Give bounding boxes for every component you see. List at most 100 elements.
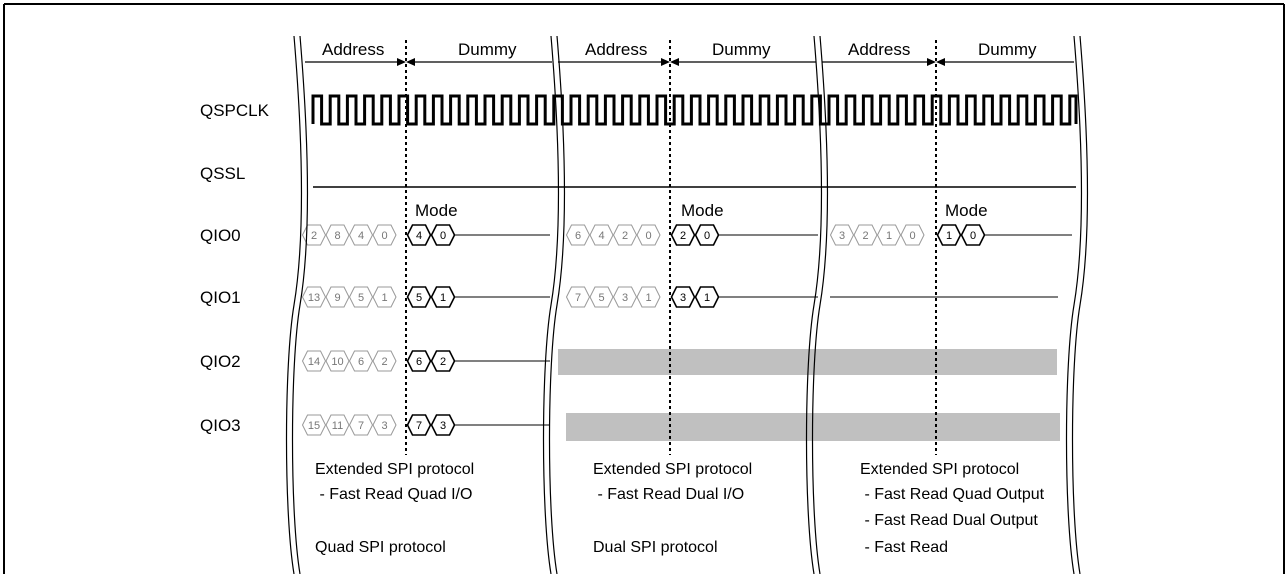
cell-outline: [636, 224, 661, 246]
cell-outline: [430, 224, 456, 246]
arrowhead: [661, 58, 670, 66]
cell-outline: [900, 224, 925, 246]
shaded-band: [566, 413, 820, 441]
cell-value: 5: [358, 292, 364, 304]
caption-line: Extended SPI protocol: [860, 461, 1019, 478]
cell-value: 1: [704, 292, 710, 304]
mode-bit-cell: 1: [694, 286, 720, 308]
signal-label-qio3: QIO3: [200, 416, 241, 435]
cell-outline: [406, 414, 432, 436]
arrowhead: [936, 58, 945, 66]
dummy-label: Dummy: [978, 40, 1037, 59]
cell-value: 0: [381, 230, 387, 242]
address-bit-cell: 4: [589, 224, 614, 246]
mode-bit-cell: 2: [670, 224, 696, 246]
mode-bit-cell: 4: [406, 224, 432, 246]
cell-value: 3: [839, 230, 845, 242]
mode-bit-cell: 3: [670, 286, 696, 308]
time-break-line: [542, 35, 560, 574]
cell-value: 13: [308, 292, 320, 304]
cell-outline: [430, 286, 456, 308]
address-bit-cell: 3: [612, 286, 638, 308]
cell-value: 2: [381, 356, 387, 368]
caption-line: Extended SPI protocol: [593, 461, 752, 478]
address-label: Address: [322, 40, 384, 59]
time-break-line: [1071, 35, 1089, 574]
address-bit-cell: 7: [348, 414, 374, 436]
cell-value: 2: [680, 230, 686, 242]
caption-line: - Fast Read Quad Output: [860, 486, 1045, 503]
section-3-header: Address Dummy: [848, 40, 1037, 59]
cell-outline: [372, 286, 397, 308]
cell-value: 2: [862, 230, 868, 242]
cell-value: 9: [334, 292, 340, 304]
caption-line: - Fast Read: [860, 539, 948, 556]
cell-value: 3: [622, 292, 628, 304]
cell-outline: [406, 286, 432, 308]
time-break-line: [291, 35, 309, 574]
arrowhead: [397, 58, 406, 66]
address-bit-cell: 1: [876, 224, 902, 246]
mode-bit-cell: 0: [430, 224, 456, 246]
cell-value: 3: [680, 292, 686, 304]
address-bit-cell: 3: [372, 414, 397, 436]
mode-bit-cell: 5: [406, 286, 432, 308]
cell-outline: [936, 224, 962, 246]
mode-bit-cell: 2: [430, 350, 456, 372]
cell-value: 0: [970, 230, 976, 242]
cell-value: 6: [358, 356, 364, 368]
cell-value: 10: [331, 356, 343, 368]
section-1-caption: Extended SPI protocol - Fast Read Quad I…: [315, 461, 474, 556]
dummy-label: Dummy: [458, 40, 517, 59]
cell-value: 2: [622, 230, 628, 242]
address-bit-cell: 3: [829, 224, 855, 246]
section-1-header: Address Dummy: [322, 40, 517, 59]
time-break-line: [805, 35, 823, 574]
cell-outline: [430, 350, 456, 372]
address-bit-cell: 0: [900, 224, 925, 246]
address-label: Address: [585, 40, 647, 59]
mode-bit-cell: 3: [430, 414, 456, 436]
section-2-caption: Extended SPI protocol - Fast Read Dual I…: [593, 461, 752, 556]
cell-value: 0: [440, 230, 446, 242]
cell-value: 6: [575, 230, 581, 242]
cell-outline: [406, 350, 432, 372]
section-dual-io: Address Dummy Mode Extended SPI protocol…: [585, 40, 771, 556]
address-bit-cell: 2: [372, 350, 397, 372]
address-bit-cell: 5: [589, 286, 614, 308]
address-bit-cell: 2: [612, 224, 638, 246]
cell-value: 2: [311, 230, 317, 242]
signal-label-qio1: QIO1: [200, 288, 241, 307]
caption-line: - Fast Read Dual Output: [860, 512, 1038, 529]
cell-value: 5: [416, 292, 422, 304]
cell-value: 4: [358, 230, 364, 242]
address-bit-cell: 4: [348, 224, 374, 246]
mode-bit-cell: 1: [430, 286, 456, 308]
caption-line: Dual SPI protocol: [593, 539, 718, 556]
address-bit-cell: 6: [565, 224, 591, 246]
cell-value: 0: [645, 230, 651, 242]
section-2-header: Address Dummy: [585, 40, 771, 59]
cell-value: 4: [416, 230, 422, 242]
time-break-line: [1065, 35, 1083, 574]
mode-bit-cell: 7: [406, 414, 432, 436]
caption-line: Extended SPI protocol: [315, 461, 474, 478]
address-bit-cell: 14: [301, 350, 327, 372]
frame: [3, 3, 1285, 574]
address-bit-cell: 9: [325, 286, 350, 308]
shaded-band: [558, 349, 820, 375]
caption-line: Quad SPI protocol: [315, 539, 446, 556]
cell-value: 1: [440, 292, 446, 304]
cell-value: 3: [440, 420, 446, 432]
caption-line: - Fast Read Dual I/O: [593, 486, 744, 503]
address-bit-cell: 1: [372, 286, 397, 308]
mode-bit-cell: 6: [406, 350, 432, 372]
cell-outline: [694, 224, 720, 246]
address-bit-cell: 2: [853, 224, 878, 246]
cell-outline: [636, 286, 661, 308]
time-break-line: [285, 35, 303, 574]
cell-outline: [372, 414, 397, 436]
cell-value: 4: [598, 230, 604, 242]
address-bit-cell: 5: [348, 286, 374, 308]
